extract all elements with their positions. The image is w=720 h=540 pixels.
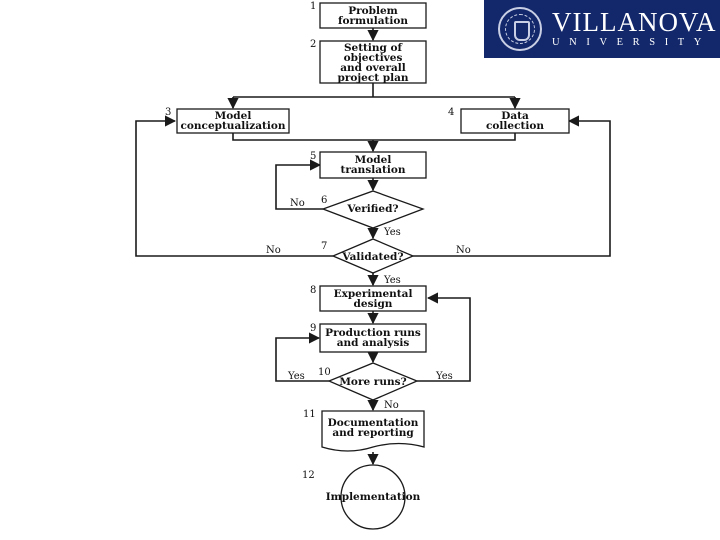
logo-subtitle: UNIVERSITY	[552, 37, 711, 48]
step-number: 4	[448, 107, 454, 118]
edge-label-validated-yes: Yes	[383, 275, 401, 286]
node-label: formulation	[338, 15, 408, 27]
logo-wordmark: VILLANOVA UNIVERSITY	[552, 8, 717, 50]
node-label: and overall	[340, 62, 406, 74]
villanova-logo: VILLANOVA UNIVERSITY	[484, 0, 720, 58]
edge-label-more-runs-yes-left: Yes	[287, 371, 305, 382]
step-number: 7	[321, 241, 327, 252]
box-model-conceptualization	[176, 108, 290, 134]
node-label: translation	[341, 164, 406, 176]
step-number: 1	[310, 1, 316, 12]
node-label: More runs?	[339, 376, 406, 388]
decision-verified	[321, 190, 425, 229]
box-problem-formulation	[319, 2, 427, 29]
node-label: Documentation	[328, 417, 419, 429]
node-label: Validated?	[341, 251, 403, 263]
box-model-translation	[319, 151, 427, 179]
node-label: Model	[215, 110, 252, 122]
node-label: Model	[355, 154, 392, 166]
terminal-implementation	[340, 464, 406, 530]
node-label: design	[354, 298, 393, 310]
edge-label-verified-no: No	[290, 198, 305, 209]
box-objectives-plan	[319, 40, 427, 84]
step-number: 11	[303, 409, 316, 420]
box-documentation-reporting	[321, 410, 425, 452]
node-label: collection	[486, 120, 544, 132]
node-label: Verified?	[346, 203, 398, 215]
node-shapes	[176, 2, 570, 530]
decision-validated	[331, 238, 415, 274]
edge-label-more-runs-yes-right: Yes	[435, 371, 453, 382]
loop-7-no-to-3	[135, 115, 333, 257]
node-label: Data	[501, 110, 529, 122]
node-label: Production runs	[325, 327, 421, 339]
step-number: 3	[165, 107, 171, 118]
loop-6-no-to-5	[275, 159, 323, 210]
step-number: 2	[310, 39, 316, 50]
step-numbers: 1 2 3 4 5 6 7 8 9 10 11 12	[165, 1, 454, 481]
node-label: project plan	[337, 72, 408, 84]
node-label: conceptualization	[181, 120, 286, 132]
node-label: Problem	[348, 5, 398, 17]
node-label: and analysis	[337, 337, 410, 349]
node-label: and reporting	[332, 427, 414, 439]
box-experimental-design	[319, 285, 427, 312]
node-label: Setting of	[344, 42, 404, 54]
box-production-runs	[319, 323, 427, 353]
step-number: 12	[302, 470, 315, 481]
box-data-collection	[460, 108, 570, 134]
edge-label-verified-yes: Yes	[383, 227, 401, 238]
decision-more-runs	[327, 362, 419, 401]
step-number: 10	[318, 367, 331, 378]
node-labels: Problem formulation Setting of objective…	[181, 5, 545, 503]
loop-10-yes-to-8	[417, 292, 471, 382]
node-label: Implementation	[326, 491, 421, 503]
merge-bar-3-4	[232, 133, 516, 141]
university-seal-icon	[498, 7, 542, 51]
connectors	[135, 28, 611, 466]
edge-label-more-runs-no: No	[384, 400, 399, 411]
edge-labels: No Yes No No Yes Yes Yes No	[266, 198, 471, 411]
edge-label-validated-no-right: No	[456, 245, 471, 256]
edge-label-validated-no-left: No	[266, 245, 281, 256]
step-number: 6	[321, 195, 327, 206]
logo-name: VILLANOVA	[552, 7, 717, 37]
step-number: 5	[310, 151, 316, 162]
loop-10-yes-to-9	[275, 332, 329, 382]
node-label: objectives	[344, 52, 403, 64]
node-label: Experimental	[334, 288, 413, 300]
step-number: 9	[310, 323, 316, 334]
loop-7-no-to-4	[413, 115, 611, 257]
step-number: 8	[310, 285, 316, 296]
